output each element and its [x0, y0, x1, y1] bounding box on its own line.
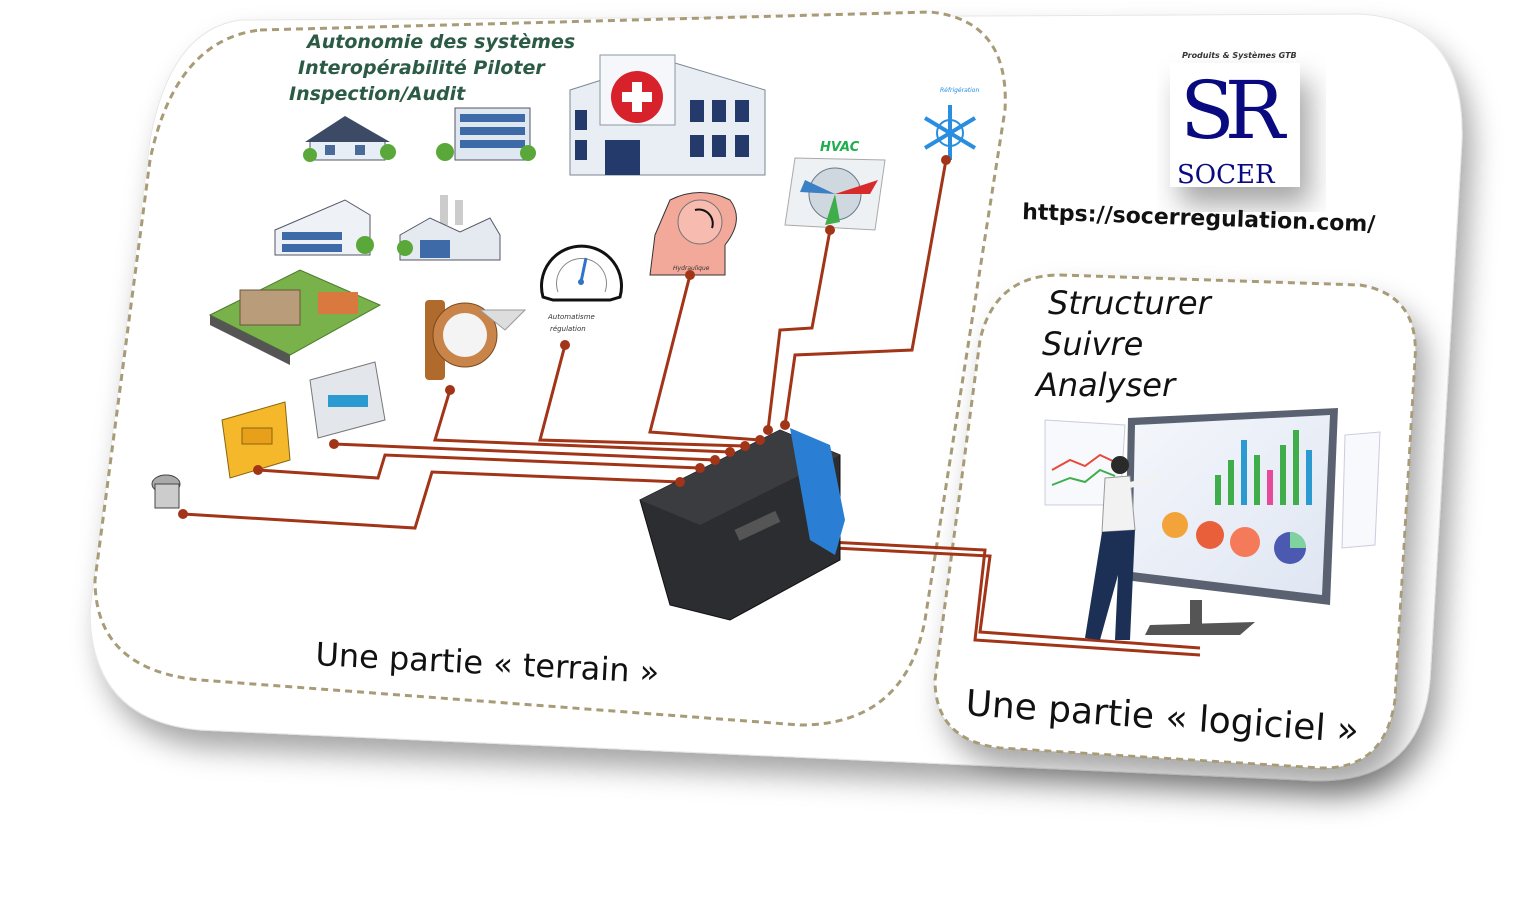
- hospital-icon: [569, 54, 766, 176]
- headline-line-1: Autonomie des systèmes: [305, 31, 575, 53]
- action-structure: Structurer: [1048, 284, 1213, 322]
- factory-icon: [397, 195, 501, 261]
- headline-line-3: Inspection/Audit: [289, 83, 466, 105]
- hydraulic-label: Hydraulique: [673, 265, 710, 272]
- automation-gauge-icon: Automatisme régulation: [540, 244, 623, 333]
- logo-letters: SR: [1180, 64, 1288, 157]
- gas-meter-icon: [221, 401, 291, 479]
- brand-tagline: Produits & Systèmes GTB: [1182, 50, 1297, 60]
- sensor-icon: [151, 474, 181, 509]
- field-panel: [93, 10, 1007, 727]
- headline-line-2: Interopérabilité Piloter: [298, 57, 546, 79]
- hydraulic-pump-icon: Hydraulique: [649, 192, 737, 276]
- hvac-label: HVAC: [820, 140, 860, 155]
- hvac-fan-icon: HVAC: [784, 140, 886, 231]
- water-meter-icon: [425, 300, 527, 380]
- office-building-icon: [436, 107, 536, 161]
- socer-logo: Produits & Systèmes GTB SR SOCER: [1170, 50, 1300, 190]
- refrigeration-label: Réfrigération: [940, 87, 979, 94]
- house-icon: [303, 116, 396, 162]
- automation-label-2: régulation: [550, 325, 586, 333]
- brand-name: SOCER: [1177, 160, 1276, 190]
- campus-icon: [208, 269, 382, 365]
- controller-plc-icon: [639, 420, 845, 621]
- action-follow: Suivre: [1042, 325, 1143, 363]
- automation-label-1: Automatisme: [547, 313, 595, 321]
- analyst-person-illustration: [1085, 456, 1161, 640]
- refrigeration-snowflake-icon: [923, 105, 977, 160]
- headline: Autonomie des systèmes Interopérabilité …: [289, 31, 575, 105]
- field-wiring: [178, 155, 1201, 657]
- modern-building-icon: [274, 199, 374, 256]
- pie-charts-graphic: [1162, 512, 1306, 564]
- bar-chart-graphic: [1215, 430, 1312, 505]
- action-analyze: Analyser: [1034, 366, 1177, 404]
- software-actions: Structurer Suivre Analyser: [1034, 284, 1213, 404]
- energy-meter-icon: [309, 361, 386, 439]
